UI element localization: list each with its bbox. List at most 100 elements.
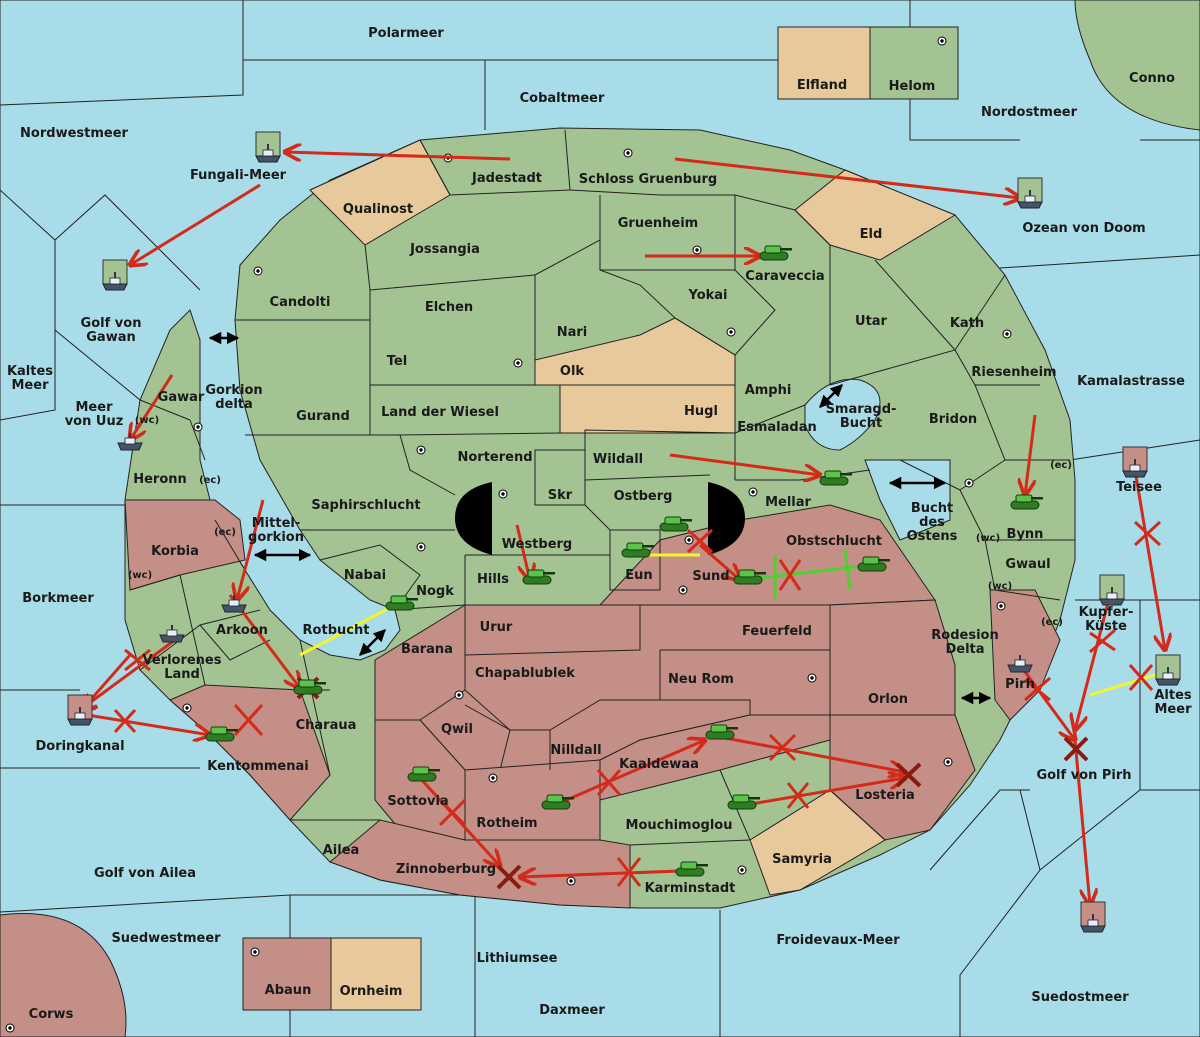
- label-sottovia: Sottovia: [387, 794, 448, 809]
- label-arkoon: Arkoon: [216, 623, 268, 638]
- label-bucht-des-ostens-3: Ostens: [907, 529, 958, 544]
- supply-center-icon: [416, 542, 426, 552]
- label-abaun: Abaun: [265, 983, 312, 998]
- supply-centers: [5, 36, 1012, 1033]
- failed-x-icon: [686, 528, 714, 554]
- label-neu-rom: Neu Rom: [668, 672, 734, 687]
- label-elfland: Elfland: [797, 78, 847, 93]
- label-rodesion-delta-1: Rodesion: [931, 628, 998, 643]
- label-westberg: Westberg: [502, 537, 572, 552]
- label-qualinost: Qualinost: [343, 202, 413, 217]
- region-conno[interactable]: [1074, 0, 1200, 131]
- label-corws: Corws: [29, 1007, 74, 1022]
- order-arrow: [1133, 469, 1165, 650]
- label-obstschlucht: Obstschlucht: [786, 534, 882, 549]
- army-tank-icon: [522, 569, 556, 585]
- supply-center-icon: [737, 865, 747, 875]
- supply-center-icon: [566, 876, 576, 886]
- region-ornheim[interactable]: [330, 937, 422, 1011]
- label-golf-von-gawan-1: Golf von: [81, 316, 142, 331]
- supply-center-icon: [193, 422, 203, 432]
- army-tank-icon: [293, 679, 327, 695]
- label-coast-ec-heronn: (ec): [199, 475, 221, 486]
- label-meer-von-uuz-1: Meer: [76, 400, 114, 415]
- fleet-ship-icon: [1080, 901, 1106, 933]
- region-corws[interactable]: [0, 912, 127, 1037]
- failed-x-icon: [768, 733, 797, 762]
- fleet-ship-icon: [1155, 654, 1181, 686]
- supply-center-icon: [678, 585, 688, 595]
- region-elfland[interactable]: [777, 26, 871, 100]
- label-golf-von-ailea: Golf von Ailea: [94, 866, 196, 881]
- army-tank-icon: [205, 726, 239, 742]
- army-tank-icon: [733, 569, 767, 585]
- label-mouchimoglou: Mouchimoglou: [626, 818, 733, 833]
- supply-center-icon: [726, 327, 736, 337]
- label-gawar: Gawar: [158, 390, 205, 405]
- order-arrow: [719, 735, 905, 772]
- connection-arrows: [208, 331, 992, 705]
- region-kentommenai[interactable]: [169, 684, 331, 821]
- convoy-line: [843, 549, 852, 591]
- label-golf-von-pirh: Golf von Pirh: [1036, 768, 1131, 783]
- label-cobaltmeer: Cobaltmeer: [520, 91, 605, 106]
- army-tank-icon: [759, 245, 793, 261]
- label-ostberg: Ostberg: [614, 489, 673, 504]
- army-tank-icon: [407, 766, 441, 782]
- label-hugl: Hugl: [684, 404, 718, 419]
- impassable-east: [708, 482, 745, 555]
- connection-arrow: [819, 384, 843, 408]
- order-arrow: [699, 543, 740, 580]
- convoy-line: [759, 563, 871, 580]
- supply-center-icon: [748, 487, 758, 497]
- label-bucht-des-ostens-2: des: [919, 515, 945, 530]
- label-coast-wc-gawar: (wc): [135, 415, 159, 426]
- label-suedwestmeer: Suedwestmeer: [111, 931, 221, 946]
- label-land-der-wiesel: Land der Wiesel: [381, 405, 499, 420]
- army-tank-icon: [385, 595, 419, 611]
- land-labels: Elfland Helom Jadestadt Schloss Gruenbur…: [133, 78, 1056, 999]
- label-rotbucht: Rotbucht: [303, 623, 370, 638]
- label-norterend: Norterend: [457, 450, 532, 465]
- supply-center-icon: [182, 703, 192, 713]
- label-verlorenes-land-1: Verlorenes: [142, 653, 221, 668]
- supply-center-icon: [498, 489, 508, 499]
- label-ailea: Ailea: [323, 843, 360, 858]
- label-elchen: Elchen: [425, 300, 473, 315]
- supply-center-icon: [5, 1023, 15, 1033]
- order-arrow: [74, 711, 210, 735]
- label-kupfer-kueste-2: Küste: [1085, 619, 1127, 634]
- label-losteria: Losteria: [855, 788, 915, 803]
- dislodged-x-icon: [895, 762, 922, 788]
- label-altes-meer-2: Meer: [1155, 702, 1193, 717]
- fleet-ship-icon: [1099, 574, 1125, 606]
- label-caraveccia: Caraveccia: [745, 269, 824, 284]
- label-korbia: Korbia: [151, 544, 199, 559]
- label-coast-wc-bynn: (wc): [976, 533, 1000, 544]
- label-kaaldewaa: Kaaldewaa: [619, 757, 699, 772]
- region-orlon[interactable]: [829, 599, 956, 716]
- label-urur: Urur: [480, 620, 513, 635]
- army-tank-icon: [819, 470, 853, 486]
- label-meer-von-uuz-2: von Uuz: [65, 414, 124, 429]
- label-mittel-gorkion-1: Mittel-: [252, 516, 301, 531]
- support-line: [1089, 673, 1156, 697]
- label-helom: Helom: [889, 79, 936, 94]
- label-smaragd-bucht-2: Bucht: [840, 416, 882, 431]
- region-samyria[interactable]: [749, 789, 886, 896]
- label-utar: Utar: [855, 314, 888, 329]
- failed-x-icon: [596, 769, 622, 796]
- sea-labels: Polarmeer Cobaltmeer Nordwestmeer Nordos…: [7, 26, 1192, 1022]
- region-zinnoberburg[interactable]: [329, 819, 631, 909]
- label-wildall: Wildall: [593, 452, 643, 467]
- order-arrow: [744, 778, 905, 807]
- label-olk: Olk: [560, 364, 585, 379]
- supply-center-icon: [250, 947, 260, 957]
- land-regions: [124, 26, 1076, 1011]
- army-tank-icon: [857, 556, 891, 572]
- label-conno: Conno: [1129, 71, 1175, 86]
- failed-x-icon: [1128, 664, 1154, 691]
- label-nogk: Nogk: [416, 584, 454, 599]
- label-kamalastrasse: Kamalastrasse: [1077, 374, 1185, 389]
